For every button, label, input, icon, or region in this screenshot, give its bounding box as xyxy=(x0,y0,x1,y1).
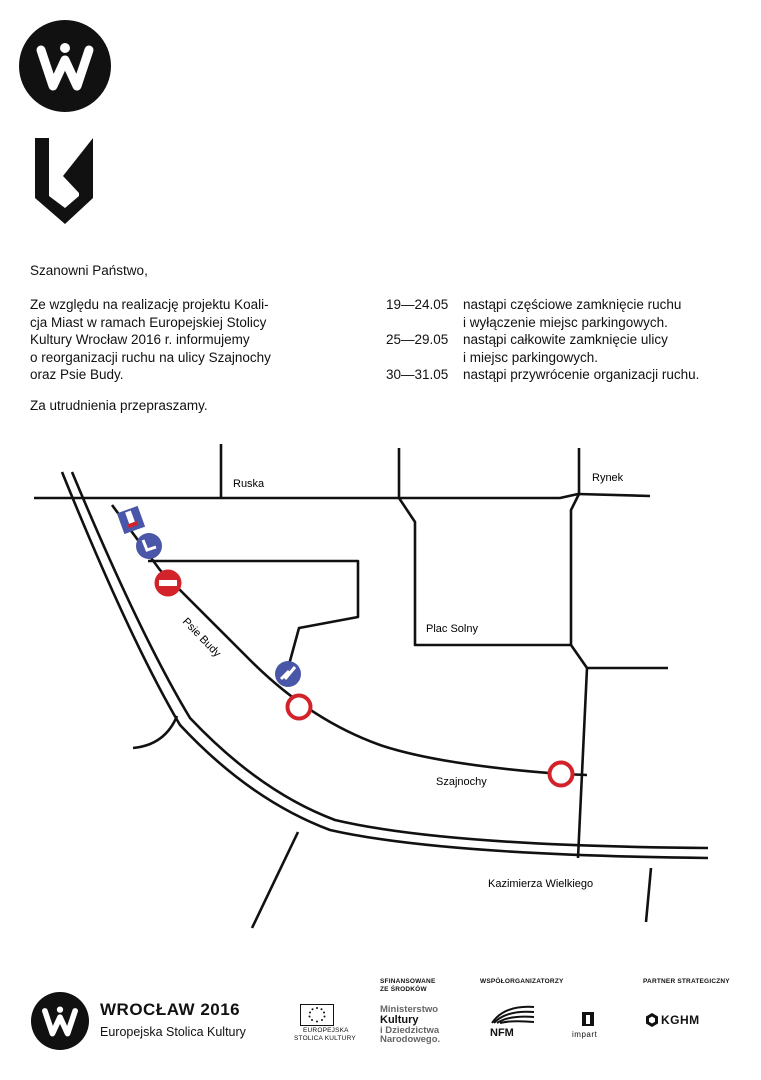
road-southwest xyxy=(250,831,300,929)
turn-direction-sign-icon xyxy=(136,533,162,559)
road-plac-solny xyxy=(397,497,571,647)
no-vehicles-sign-icon xyxy=(547,760,575,788)
funded-heading: SFINANSOWANE xyxy=(380,978,436,985)
brand-title: WROCŁAW 2016 xyxy=(100,1000,241,1019)
road-kazimierza-inner xyxy=(70,471,709,850)
road-southwest-curve xyxy=(132,715,179,750)
nfm-logo-icon xyxy=(491,1005,535,1024)
eu-flag-icon xyxy=(300,1004,334,1026)
paragraph-line: Ze względu na realizację projektu Koali- xyxy=(30,297,269,312)
label-plac-solny: Plac Solny xyxy=(426,623,478,635)
partner-heading: PARTNER STRATEGICZNY xyxy=(643,978,730,985)
ministry-line: Kultury xyxy=(380,1013,419,1026)
label-ruska: Ruska xyxy=(233,478,265,490)
schedule-text: i miejsc parkingowych. xyxy=(463,349,599,365)
paragraph-line: oraz Psie Budy. xyxy=(30,367,124,382)
schedule-dates: 25—29.05 xyxy=(386,332,449,347)
road-southeast xyxy=(644,867,653,923)
paragraph-line: cja Miast w ramach Europejskiej Stolicy xyxy=(30,314,267,330)
no-entry-sign-icon xyxy=(154,569,182,597)
schedule-text: nastąpi całkowite zamknięcie ulicy xyxy=(463,332,668,347)
wroclaw-logo-icon xyxy=(19,20,111,112)
road-psie-budy xyxy=(110,504,588,777)
label-kazimierza: Kazimierza Wielkiego xyxy=(488,878,593,890)
schedule-text: nastąpi częściowe zamknięcie ruchu xyxy=(463,297,682,312)
intro-paragraph: Ze względu na realizację projektu Koali-… xyxy=(30,296,271,384)
coorganizers-heading: WSPÓŁORGANIZATORZY xyxy=(480,978,564,985)
impart-logo-icon xyxy=(582,1012,594,1026)
road-ruska xyxy=(34,492,651,500)
schedule-text: i wyłączenie miejsc parkingowych. xyxy=(463,314,668,330)
schedule-row: 25—29.05 nastąpi całkowite zamknięcie uli… xyxy=(386,331,668,349)
mandatory-direction-sign-icon xyxy=(275,661,301,687)
schedule-dates: 30—31.05 xyxy=(386,367,449,382)
road-east-vertical xyxy=(569,493,589,859)
label-szajnochy: Szajnochy xyxy=(436,776,487,788)
funded-heading: ZE ŚRODKÓW xyxy=(380,986,427,993)
one-way-sign-icon xyxy=(116,505,146,535)
ministry-line: Narodowego. xyxy=(380,1034,441,1045)
no-vehicles-sign-icon xyxy=(285,693,313,721)
koalicja-logo-icon xyxy=(35,138,93,224)
kghm-label: KGHM xyxy=(661,1013,700,1027)
wroclaw-footer-logo-icon xyxy=(31,992,89,1050)
ministry-line: i Dziedzictwa xyxy=(380,1024,440,1036)
kghm-logo-icon xyxy=(646,1013,658,1027)
paragraph-line: Kultury Wrocław 2016 r. informujemy xyxy=(30,332,250,347)
label-rynek: Rynek xyxy=(592,472,624,484)
impart-label: impart xyxy=(572,1030,598,1039)
schedule-row: 30—31.05 nastąpi przywrócenie organizacji… xyxy=(386,366,699,384)
schedule-text: nastąpi przywrócenie organizacji ruchu. xyxy=(463,367,700,382)
ministry-line: Ministerstwo xyxy=(380,1004,439,1015)
road-loop xyxy=(148,559,360,673)
eu-label: EUROPEJSKA xyxy=(303,1027,349,1034)
brand-subtitle: Europejska Stolica Kultury xyxy=(100,1025,246,1039)
road-kazimierza-outer xyxy=(60,471,709,860)
greeting: Szanowni Państwo, xyxy=(30,263,148,278)
eu-label: STOLICA KULTURY xyxy=(294,1035,356,1042)
paragraph-line: o reorganizacji ruchu na ulicy Szajnochy xyxy=(30,349,271,365)
apology: Za utrudnienia przepraszamy. xyxy=(30,398,208,413)
schedule-dates: 19—24.05 xyxy=(386,297,449,312)
schedule-row: 19—24.05 nastąpi częściowe zamknięcie ruc… xyxy=(386,296,681,314)
label-psie-budy: Psie Budy xyxy=(180,616,223,660)
nfm-label: NFM xyxy=(490,1027,514,1039)
ministry-logo: Ministerstwo Kultury i Dziedzictwa Narod… xyxy=(380,1005,440,1045)
